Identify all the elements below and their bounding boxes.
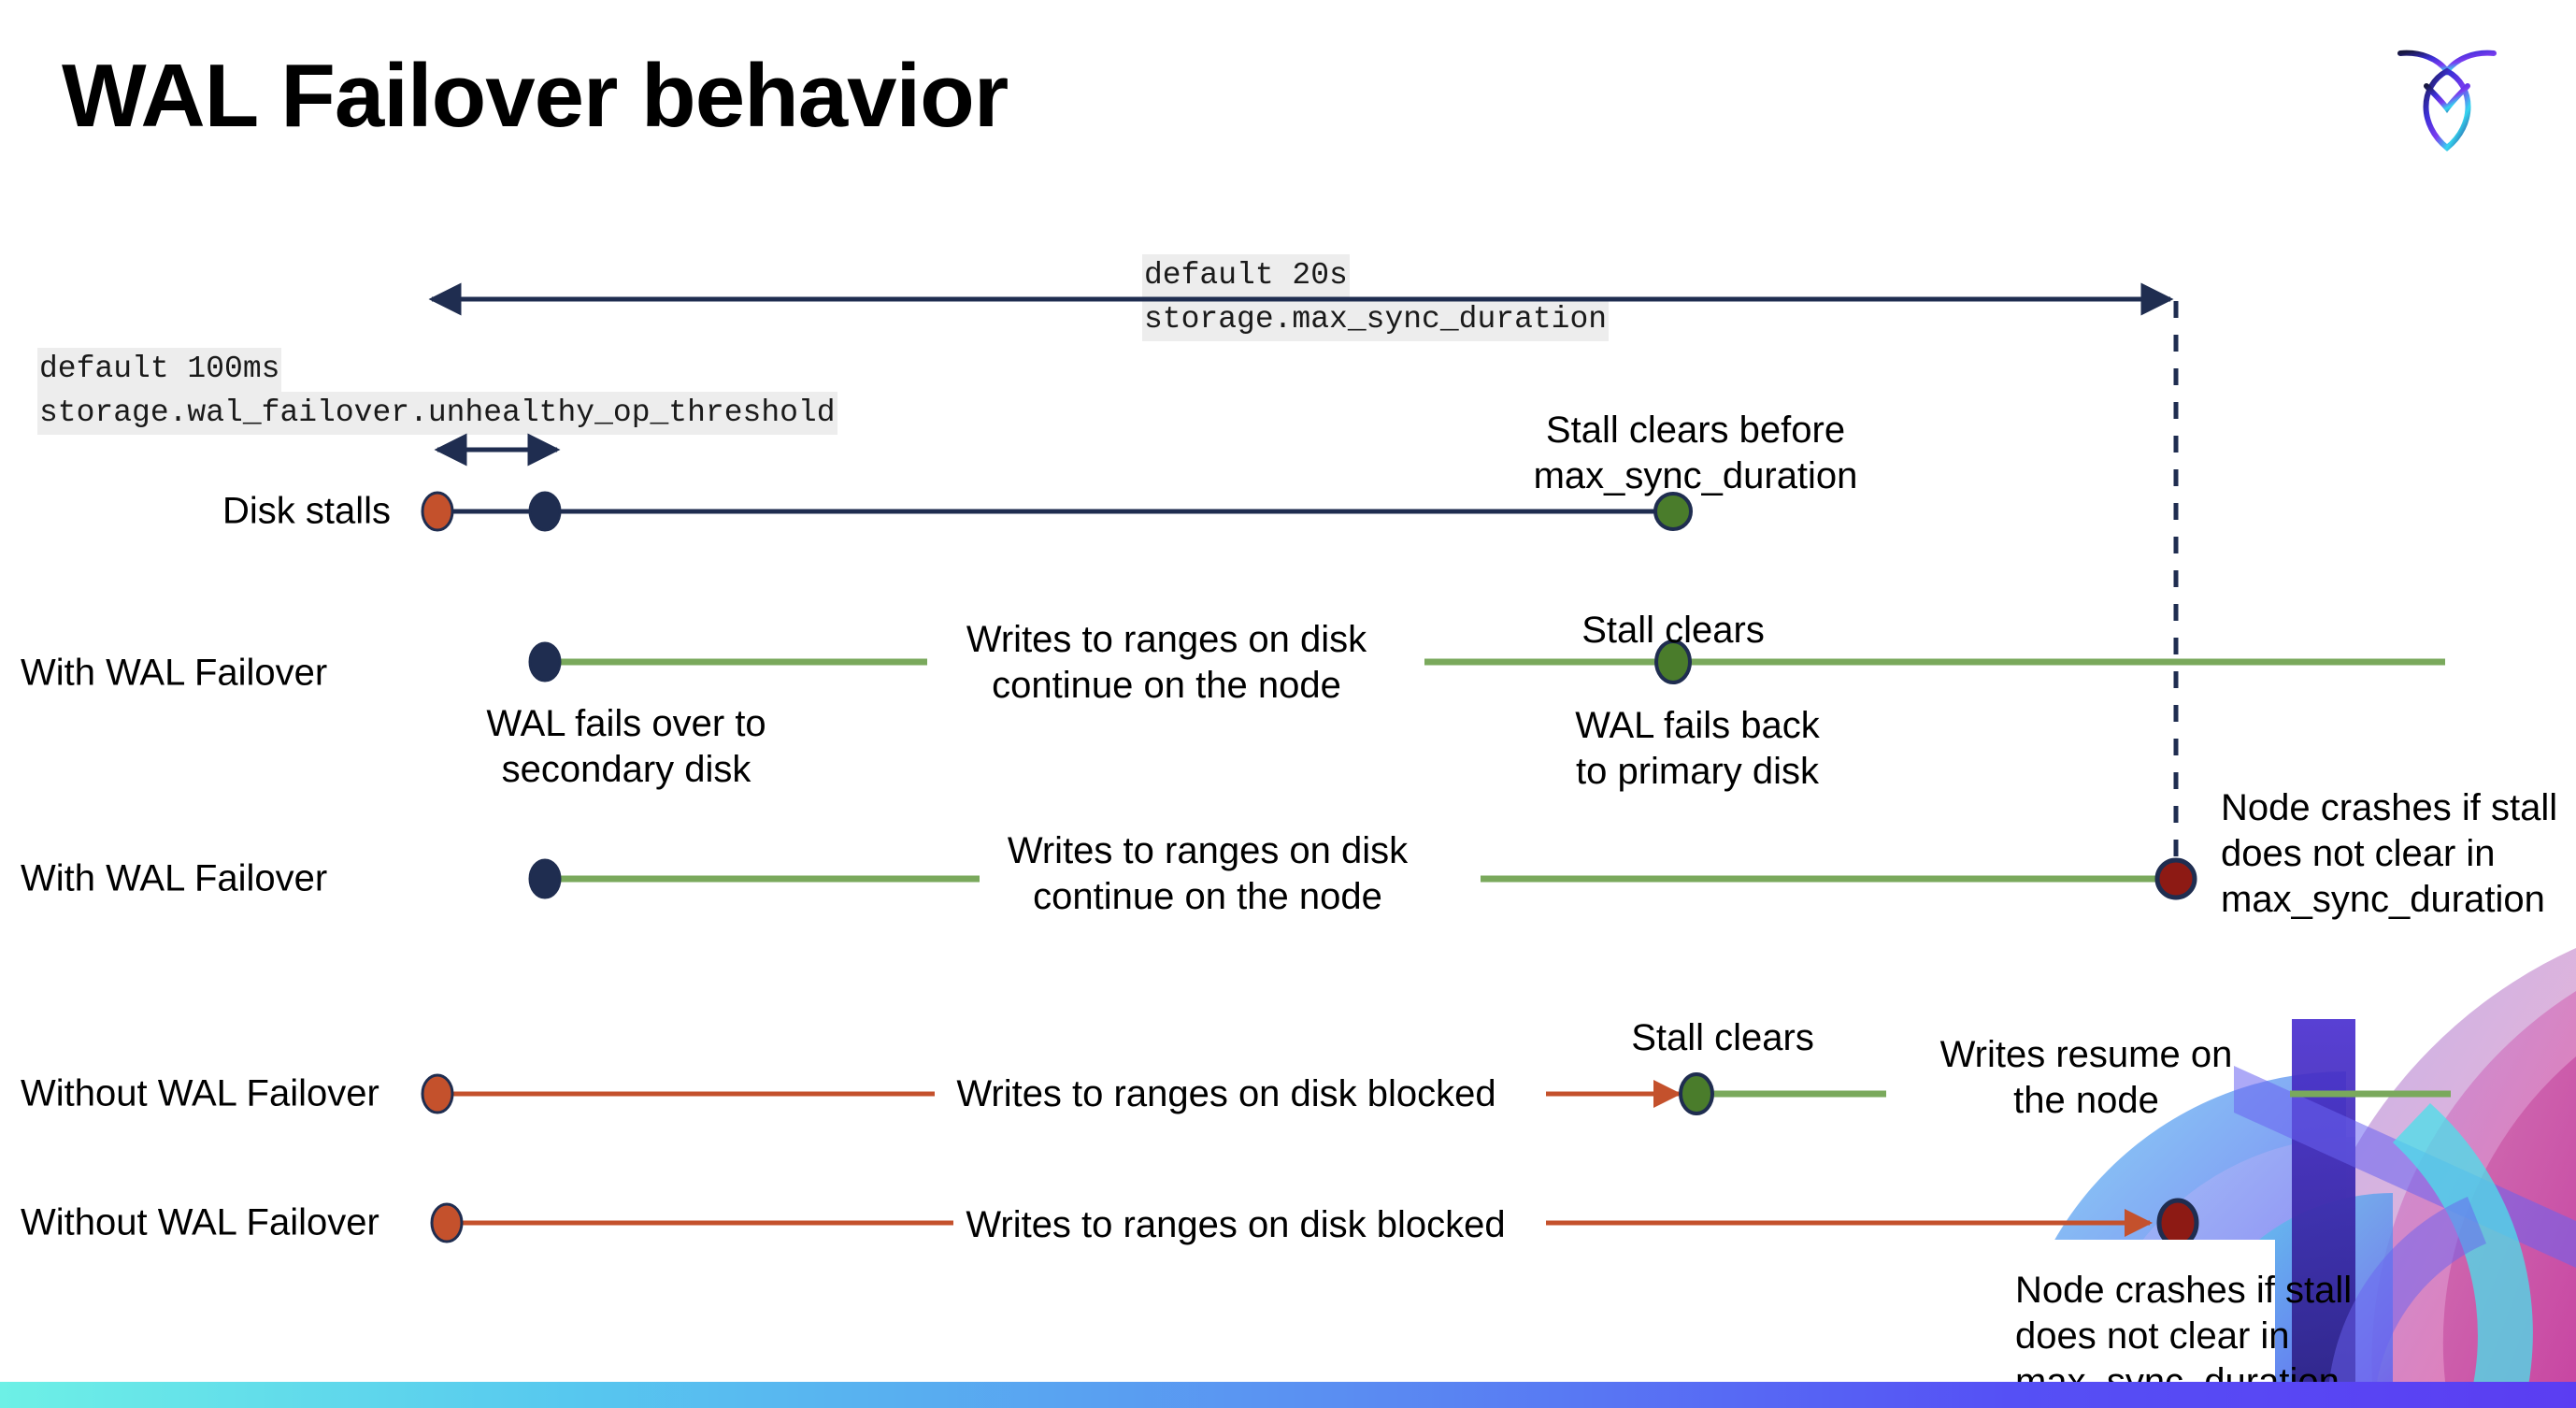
annot-row3-node-crashes: Node crashes if stall does not clear in … <box>2221 785 2557 922</box>
annot-line: Writes to ranges on disk blocked <box>966 1204 1506 1245</box>
annot-line: Writes to ranges on disk <box>966 619 1367 660</box>
annot-row2-stall-clears: Stall clears <box>1581 608 1765 654</box>
annot-line: Stall clears <box>1581 610 1765 651</box>
cockroachdb-logo-icon <box>2397 50 2497 151</box>
annot-line: secondary disk <box>501 748 751 790</box>
row4-stall-clears-dot <box>1679 1072 1714 1115</box>
bottom-gradient-bar <box>0 1382 2576 1408</box>
row1-failover-dot <box>528 491 562 532</box>
annot-line: WAL fails over to <box>486 703 766 744</box>
annot-line: does not clear in <box>2221 832 2496 874</box>
annot-line: continue on the node <box>1033 875 1382 917</box>
annot-row4-writes-resume: Writes resume on the node <box>1940 1032 2233 1124</box>
unhealthy-default-text: default 100ms <box>37 348 282 392</box>
row1-stall-start-dot <box>421 491 454 532</box>
row1-stall-clears-dot <box>1653 492 1693 531</box>
unhealthy-op-threshold-setting: default 100ms storage.wal_failover.unhea… <box>37 348 837 436</box>
row5-crash-note-card <box>1912 1240 2275 1408</box>
row3-node-crash-dot <box>2154 857 2197 900</box>
annot-line: WAL fails back <box>1575 705 1820 746</box>
annot-row2-writes-continue: Writes to ranges on disk continue on the… <box>966 617 1367 709</box>
annot-line: Stall clears <box>1631 1017 1814 1058</box>
row-label-disk-stalls: Disk stalls <box>222 490 392 532</box>
annot-line: Writes resume on <box>1939 1034 2233 1075</box>
annot-row4-stall-clears: Stall clears <box>1631 1015 1814 1061</box>
annot-line: does not clear in <box>2015 1315 2290 1357</box>
annot-line: to primary disk <box>1575 750 1820 792</box>
annot-line: continue on the node <box>992 664 1341 706</box>
annot-line: Writes to ranges on disk <box>1007 830 1409 871</box>
annot-line: Writes to ranges on disk blocked <box>956 1073 1496 1114</box>
row4-stall-start-dot <box>421 1073 454 1114</box>
annot-line: Node crashes if stall <box>2015 1270 2353 1311</box>
annot-row4-writes-blocked: Writes to ranges on disk blocked <box>956 1071 1496 1117</box>
annot-line: Node crashes if stall <box>2221 787 2558 828</box>
row-label-with-wal-failover-2: With WAL Failover <box>21 857 328 899</box>
annot-stall-clears-before-max-sync: Stall clears before max_sync_duration <box>1534 408 1858 499</box>
annot-row5-writes-blocked: Writes to ranges on disk blocked <box>966 1202 1505 1248</box>
annot-wal-fails-back-primary: WAL fails back to primary disk <box>1575 703 1820 795</box>
annot-wal-fails-over-secondary: WAL fails over to secondary disk <box>486 701 766 793</box>
row-label-with-wal-failover-1: With WAL Failover <box>21 652 328 694</box>
row3-failover-dot <box>528 858 562 899</box>
annot-line: the node <box>2013 1079 2159 1121</box>
page-title: WAL Failover behavior <box>62 46 1009 146</box>
unhealthy-name-text: storage.wal_failover.unhealthy_op_thresh… <box>37 391 837 436</box>
row-label-without-wal-failover-1: Without WAL Failover <box>21 1072 379 1114</box>
annot-line: Stall clears before <box>1545 409 1846 451</box>
row-label-without-wal-failover-2: Without WAL Failover <box>21 1201 379 1243</box>
annot-line: max_sync_duration <box>1533 454 1858 496</box>
row5-stall-start-dot <box>430 1202 464 1243</box>
annot-row3-writes-continue: Writes to ranges on disk continue on the… <box>1008 828 1408 920</box>
row5-node-crash-dot <box>2156 1198 2199 1248</box>
row2-failover-dot <box>528 641 562 682</box>
row2-stall-clears-dot <box>1654 639 1692 684</box>
annot-line: max_sync_duration <box>2221 878 2545 920</box>
